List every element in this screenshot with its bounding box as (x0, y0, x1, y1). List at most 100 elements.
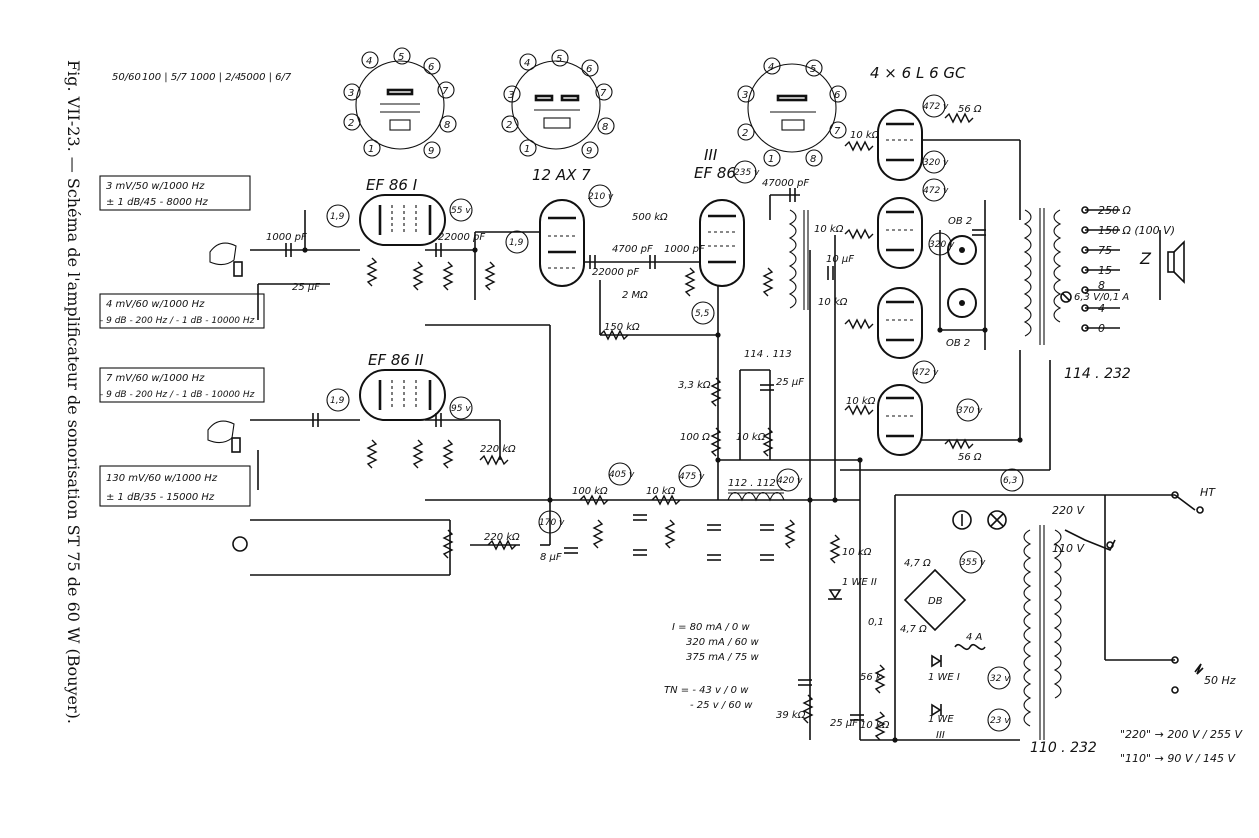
ht-label: HT (1200, 486, 1216, 499)
mains-label: 50 Hz (1204, 674, 1236, 687)
svg-text:2: 2 (506, 120, 512, 131)
input2-response: - 9 dB - 200 Hz / - 1 dB - 10000 Hz (100, 316, 255, 326)
value-r220k2: 220 kΩ (484, 532, 520, 543)
voltage-5: 235 v (734, 168, 760, 178)
value-c22000: 22000 pF (438, 232, 485, 243)
value-c01: 0,1 (868, 617, 884, 628)
value-c25uf: 25 µF (292, 282, 320, 293)
tap-4: 4 (1098, 302, 1105, 315)
label-ef86-3a: III (704, 146, 718, 164)
value-ob2b: OB 2 (946, 338, 970, 349)
svg-text:6: 6 (586, 64, 592, 75)
pin-table: 50/60 100 | 5/7 1000 | 2/4 5000 | 6/7 (112, 72, 292, 83)
value-t114113: 114 . 113 (744, 349, 792, 360)
value-r100k: 100 kΩ (572, 486, 608, 497)
voltage-17: 472 v (913, 368, 939, 378)
component-values: 1000 pF 22000 pF 47000 pF 500 kΩ 2 MΩ 47… (266, 104, 983, 741)
tube-ob2-a (947, 235, 977, 265)
current-60w: 320 mA / 60 w (686, 637, 759, 648)
value-we3r: III (936, 730, 945, 741)
pin-table-3: 1000 | 2/4 (190, 72, 241, 83)
fuse-icon (954, 643, 986, 651)
voltage-10: 405 v (609, 470, 635, 480)
value-c47000: 47000 pF (762, 178, 809, 189)
ht-switch-icon (1171, 491, 1204, 514)
voltage-selector (1064, 529, 1116, 552)
label-ef86-2: EF 86 II (368, 351, 424, 369)
voltage-12: 420 v (777, 476, 803, 486)
junction-dots (302, 247, 1023, 743)
svg-text:3: 3 (348, 88, 354, 99)
input3-response: - 9 dB - 200 Hz / - 1 dB - 10000 Hz (100, 390, 255, 400)
value-ob2a: OB 2 (948, 216, 972, 227)
value-c4700: 4700 pF (612, 244, 653, 255)
bridge-rectifier-db (903, 568, 967, 632)
svg-text:8: 8 (810, 154, 816, 165)
svg-text:4: 4 (768, 62, 774, 73)
svg-text:1: 1 (368, 144, 374, 155)
voltage-20: 355 v (960, 558, 986, 568)
svg-text:7: 7 (600, 88, 607, 99)
capacitors (285, 188, 986, 721)
value-c25uf3: 25 µF (830, 718, 858, 729)
value-r10k2: 10 kΩ (842, 547, 872, 558)
svg-text:8: 8 (444, 120, 450, 131)
voltage-8: 95 v (451, 404, 471, 414)
power-transformer-label: 110 . 232 (1030, 740, 1097, 756)
label-6l6: 4 × 6 L 6 GC (870, 64, 966, 82)
choke-112-112 (727, 489, 785, 502)
tube-ef86-3 (699, 199, 745, 287)
speaker-icon (1167, 240, 1185, 284)
svg-text:9: 9 (586, 146, 592, 157)
pilot-lamp-icon (987, 510, 1007, 530)
tap-8: 8 (1098, 279, 1105, 292)
svg-text:7: 7 (442, 86, 449, 97)
voltage-14: 320 v (923, 158, 949, 168)
value-r10kb: 10 kΩ (814, 224, 844, 235)
current-0w: I = 80 mA / 0 w (672, 622, 750, 633)
tube-6l6-a (877, 109, 923, 181)
input1-response: ± 1 dB/45 - 8000 Hz (106, 197, 209, 208)
value-r10kc: 10 kΩ (818, 297, 848, 308)
value-we1: 1 WE I (928, 672, 960, 683)
value-r47: 4,7 Ω (904, 558, 931, 569)
svg-text:1: 1 (768, 154, 774, 165)
voltage-21: 32 v (990, 674, 1010, 684)
value-r56b: 56 Ω (958, 452, 982, 463)
bias-0w: TN = - 43 v / 0 w (664, 685, 749, 696)
value-c10uf: 10 µF (826, 254, 854, 265)
voltage-19: 6,3 (1003, 476, 1018, 486)
tube-6l6-d (877, 384, 923, 456)
figure-caption: Fig. VII-23. — Schéma de l'amplificateur… (64, 60, 83, 724)
tube-ef86-1 (359, 194, 446, 246)
voltage-3: 210 v (588, 192, 614, 202)
tube-ob2-b (947, 288, 977, 318)
svg-text:7: 7 (834, 126, 841, 137)
resistors (366, 112, 974, 741)
value-r3k3: 3,3 kΩ (678, 380, 711, 391)
voltage-16: 320 v (929, 240, 955, 250)
value-l112: 112 . 112 (728, 478, 776, 489)
pin-table-1: 50/60 (112, 72, 141, 83)
voltage-15: 472 v (923, 186, 949, 196)
input4-level: 130 mV/60 w/1000 Hz (106, 473, 218, 484)
value-fuse: 4 A (966, 632, 983, 643)
svg-text:2: 2 (742, 128, 748, 139)
voltage-4: 1,9 (509, 238, 524, 248)
voltage-22: 23 v (990, 716, 1010, 726)
tube-6l6-b (877, 197, 923, 269)
svg-text:2: 2 (348, 118, 354, 129)
power-labels: HT 50 Hz 220 V 110 V "220" → 200 V / 255… (664, 486, 1244, 765)
value-r10kfe: 10 kΩ (860, 720, 890, 731)
label-ef86-3b: EF 86 (694, 164, 736, 182)
svg-text:3: 3 (508, 90, 514, 101)
power-transformer (1023, 525, 1062, 740)
svg-text:1: 1 (524, 144, 530, 155)
tap-75: 75 (1098, 244, 1112, 257)
output-taps: 250 Ω 150 Ω (100 V) 75 15 8 4 0 6,3 V/0,… (1030, 204, 1175, 756)
output-transformer-label: 114 . 232 (1064, 366, 1131, 382)
current-75w: 375 mA / 75 w (686, 652, 759, 663)
pin-table-2: 100 | 5/7 (142, 72, 188, 83)
svg-text:8: 8 (602, 122, 608, 133)
